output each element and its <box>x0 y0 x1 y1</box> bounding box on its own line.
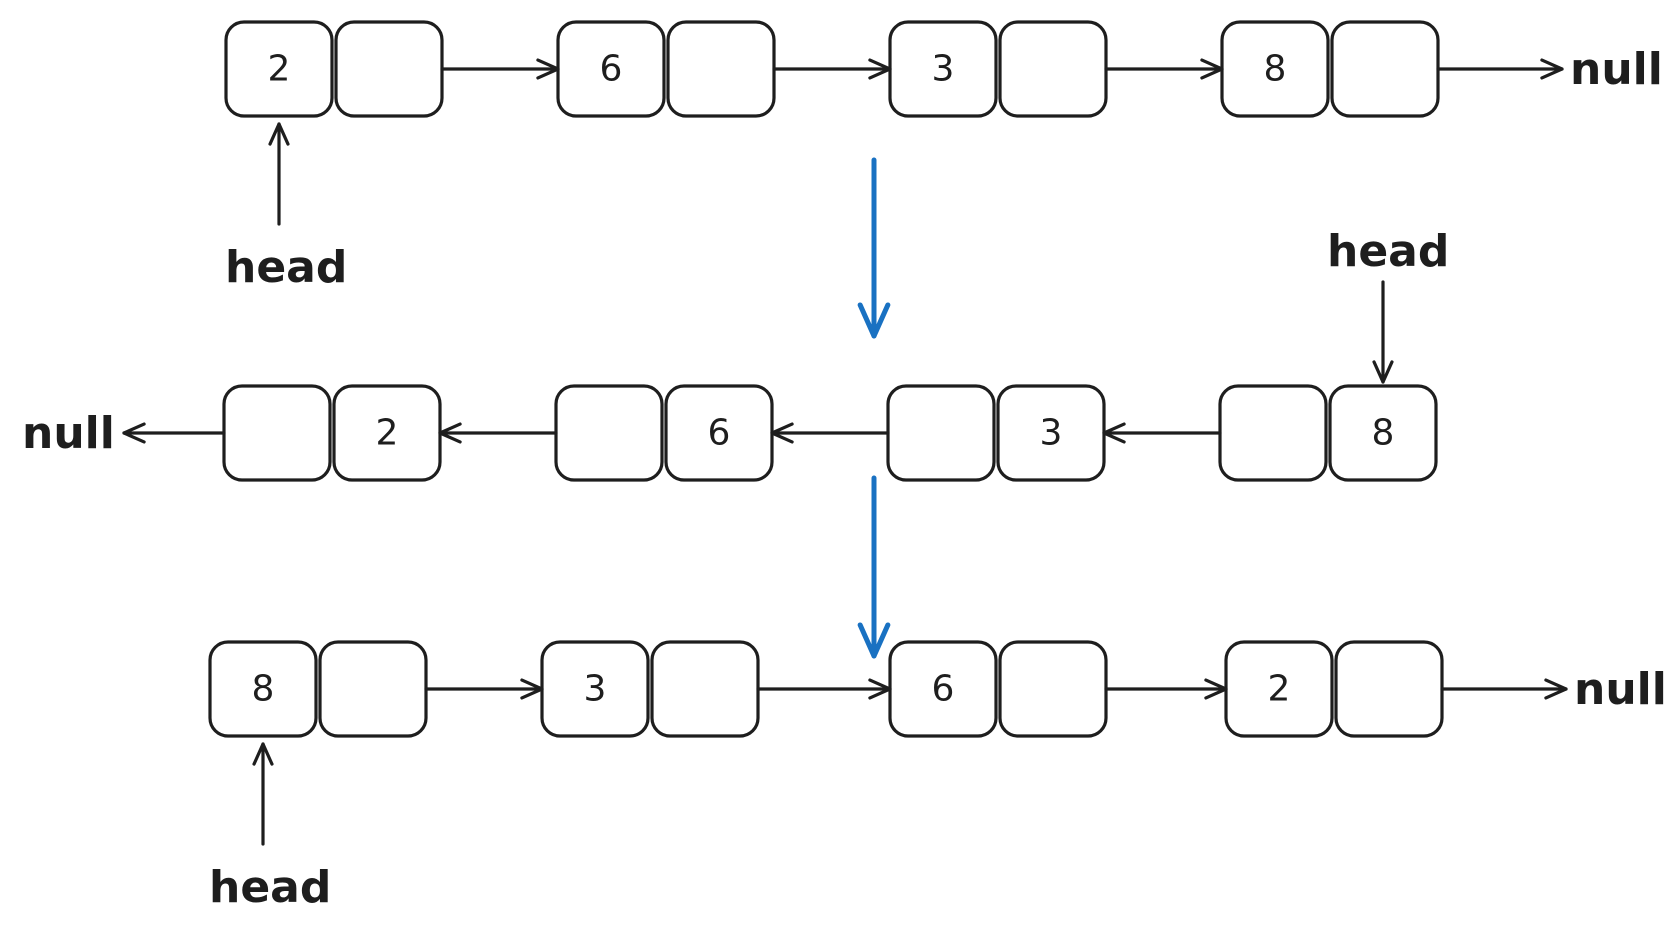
linked-list-3: 8 3 6 2 null head <box>208 640 1667 913</box>
next-pointer-arrow <box>1104 678 1228 700</box>
node-pointer-cell <box>554 384 664 482</box>
node-pointer-cell <box>666 20 776 118</box>
list-node: 8 <box>1218 384 1438 482</box>
node-value: 8 <box>1264 49 1287 90</box>
node-value: 3 <box>932 49 955 90</box>
list-node: 2 <box>222 384 442 482</box>
null-label: null <box>22 408 115 459</box>
list-node: 3 <box>886 384 1106 482</box>
list-node: 8 <box>1220 20 1440 118</box>
null-label: null <box>1574 664 1667 715</box>
node-pointer-cell <box>998 640 1108 738</box>
head-label: head <box>225 242 347 293</box>
node-value: 3 <box>584 669 607 710</box>
next-pointer-arrow <box>770 422 890 444</box>
node-value: 2 <box>1268 669 1291 710</box>
head-pointer-arrow <box>1372 280 1394 384</box>
null-label: null <box>1570 44 1663 95</box>
next-pointer-arrow <box>772 58 892 80</box>
list-node: 6 <box>556 20 776 118</box>
next-pointer-arrow <box>440 58 560 80</box>
list-node: 3 <box>540 640 760 738</box>
head-pointer-arrow <box>268 122 290 226</box>
node-value-cell <box>208 640 318 738</box>
next-pointer-arrow <box>756 678 892 700</box>
null-pointer-arrow <box>122 422 226 444</box>
head-pointer-arrow <box>252 742 274 846</box>
list-node: 6 <box>554 384 774 482</box>
node-value-cell <box>1328 384 1438 482</box>
null-pointer-arrow <box>1436 58 1564 80</box>
node-value: 2 <box>268 49 291 90</box>
node-value: 8 <box>1372 413 1395 454</box>
next-pointer-arrow <box>1104 58 1224 80</box>
next-pointer-arrow <box>424 678 544 700</box>
node-pointer-cell <box>334 20 444 118</box>
node-value: 8 <box>252 669 275 710</box>
list-node: 8 <box>208 640 428 738</box>
node-value: 2 <box>376 413 399 454</box>
list-node: 2 <box>224 20 444 118</box>
step-down-arrow-2 <box>857 475 891 659</box>
node-pointer-cell <box>650 640 760 738</box>
node-pointer-cell <box>1218 384 1328 482</box>
node-value: 6 <box>600 49 623 90</box>
node-pointer-cell <box>222 384 332 482</box>
head-label: head <box>209 862 331 913</box>
step-down-arrow-1 <box>857 157 891 339</box>
node-pointer-cell <box>1334 640 1444 738</box>
node-value-cell <box>224 20 334 118</box>
list-node: 6 <box>888 640 1108 738</box>
node-pointer-cell <box>318 640 428 738</box>
next-pointer-arrow <box>438 422 558 444</box>
linked-list-2: 2 6 3 8 null head <box>22 226 1449 482</box>
list-node: 3 <box>888 20 1108 118</box>
node-pointer-cell <box>886 384 996 482</box>
head-label: head <box>1327 226 1449 277</box>
node-pointer-cell <box>1330 20 1440 118</box>
next-pointer-arrow <box>1102 422 1222 444</box>
node-value: 3 <box>1040 413 1063 454</box>
node-value: 6 <box>932 669 955 710</box>
list-node: 2 <box>1224 640 1444 738</box>
node-pointer-cell <box>998 20 1108 118</box>
node-value: 6 <box>708 413 731 454</box>
null-pointer-arrow <box>1440 678 1568 700</box>
